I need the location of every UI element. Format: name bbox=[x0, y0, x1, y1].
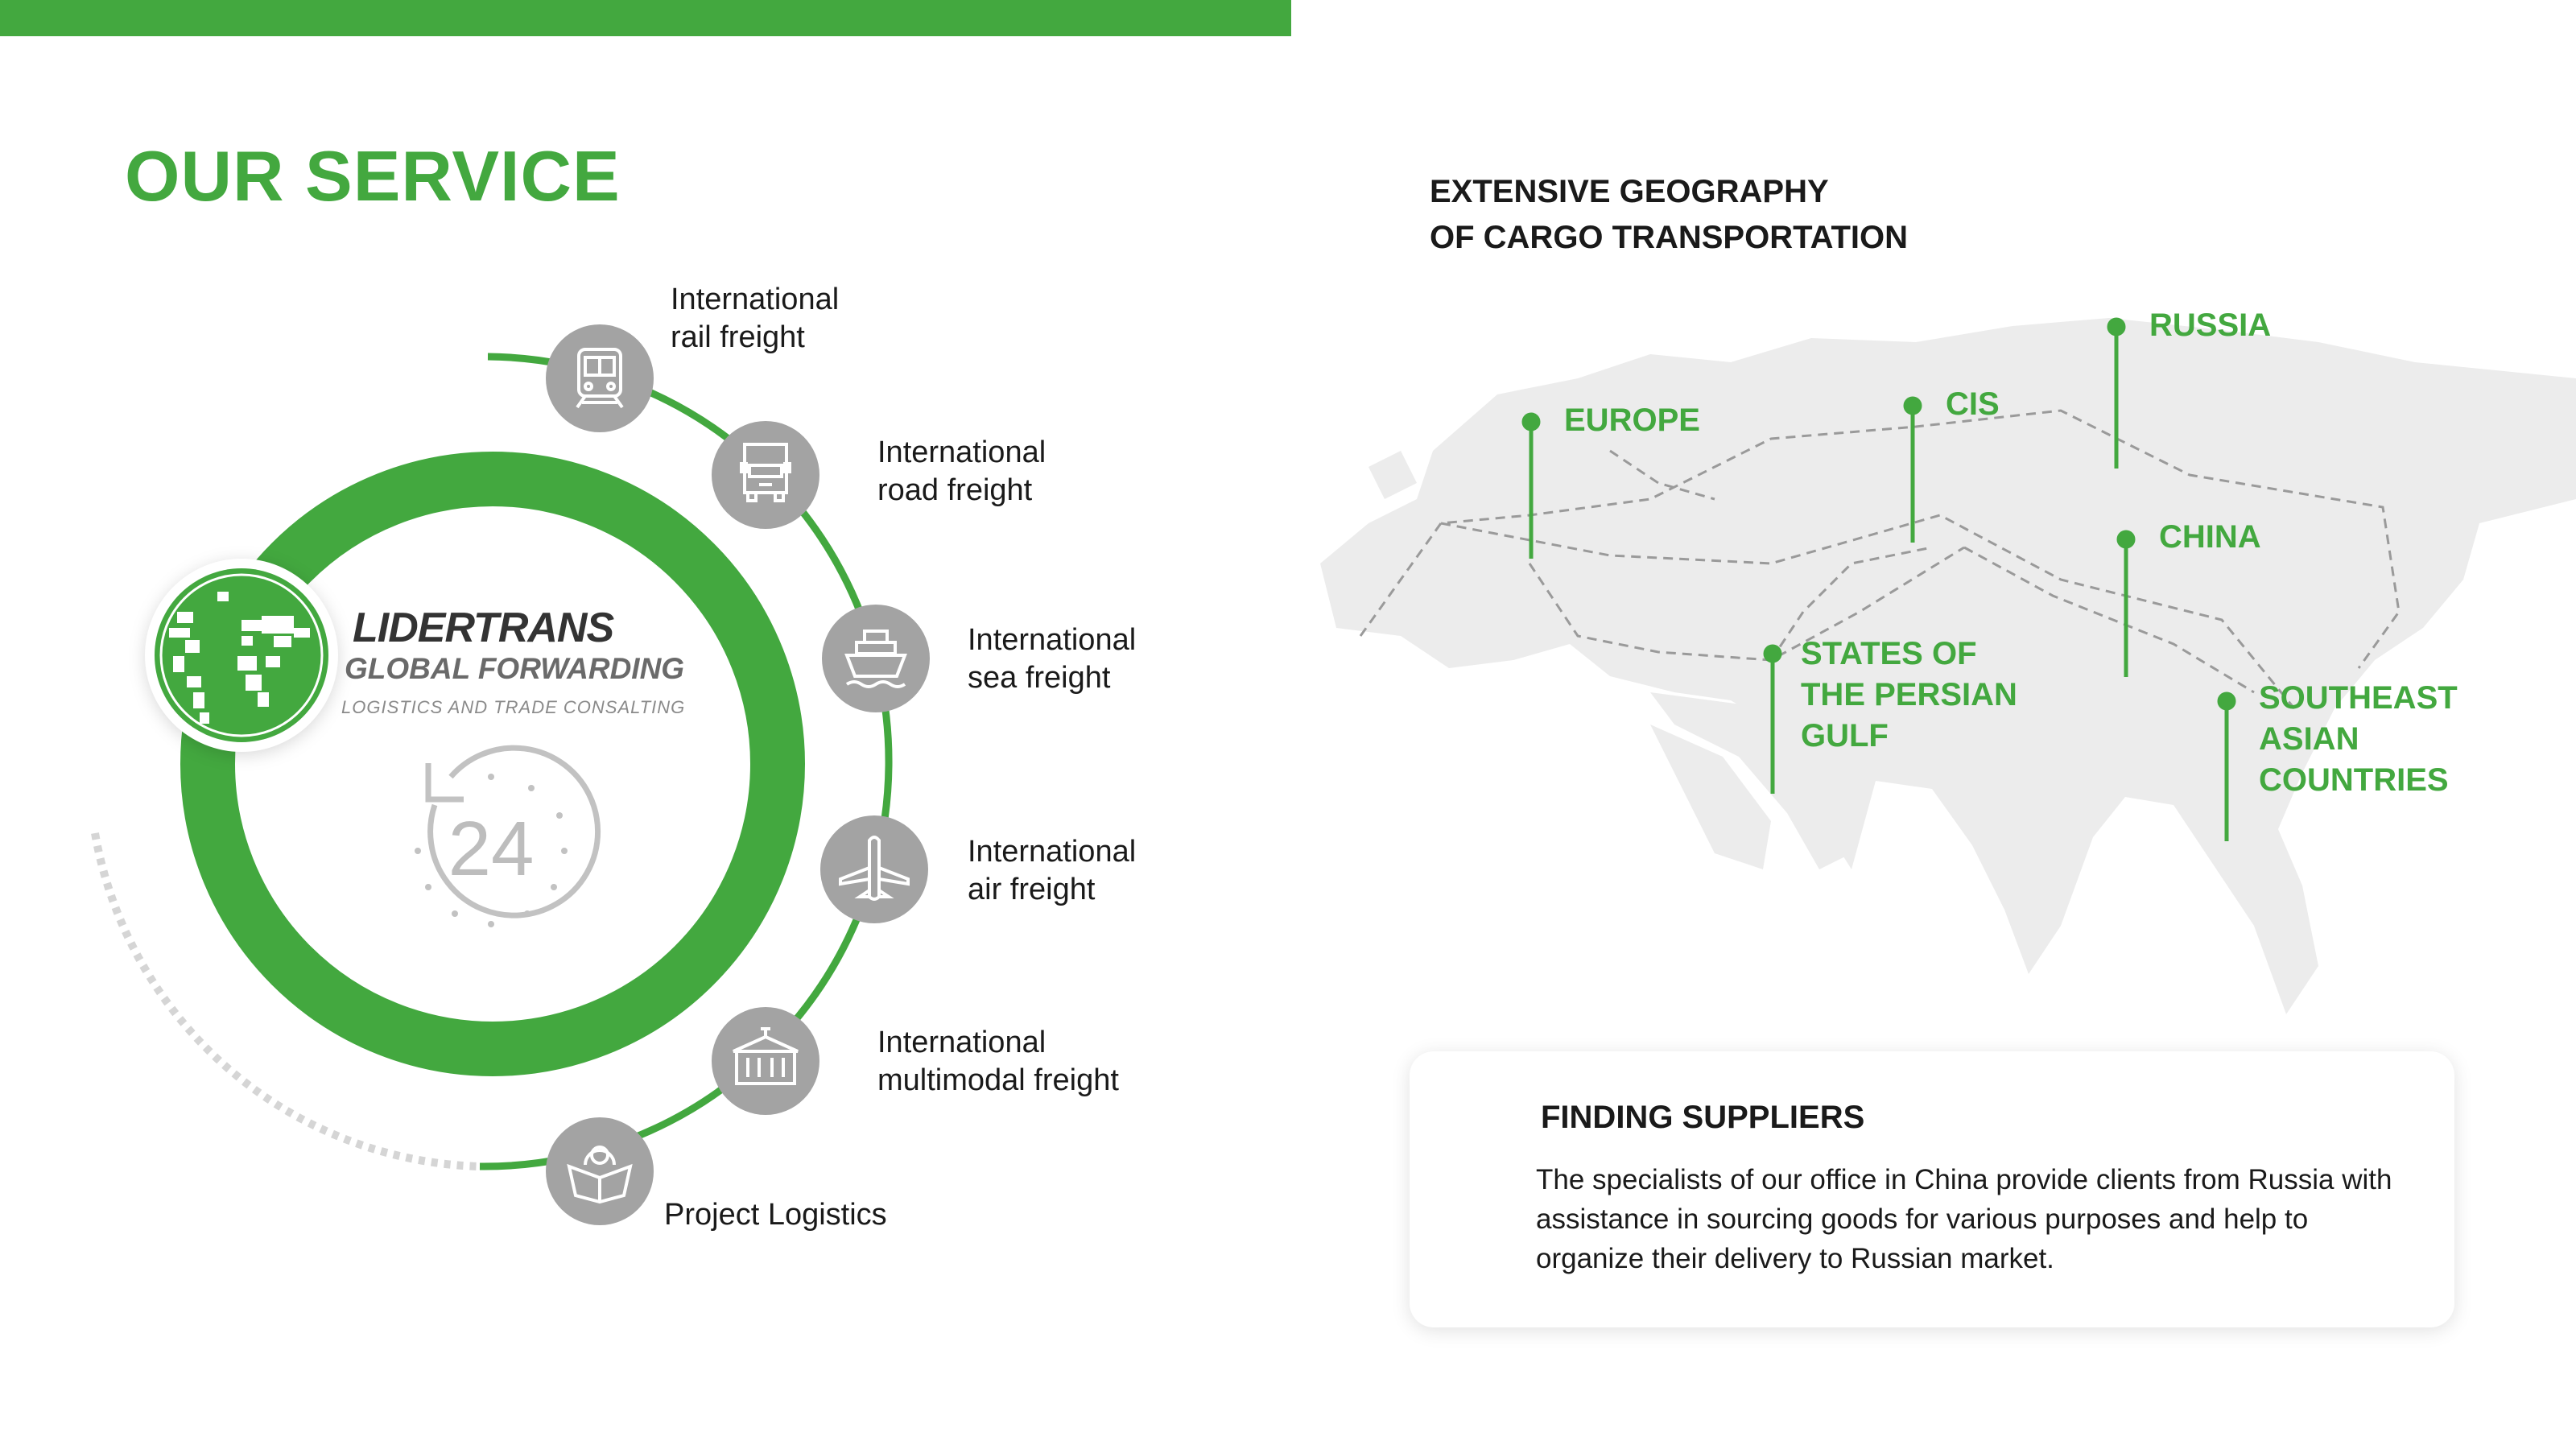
region-label-southeast-asia: SOUTHEAST ASIAN COUNTRIES bbox=[2259, 680, 2458, 798]
service-label-rail: International rail freight bbox=[671, 283, 840, 354]
card-title: FINDING SUPPLIERS bbox=[1541, 1100, 1865, 1135]
region-label-cis: CIS bbox=[1946, 386, 2000, 422]
train-icon bbox=[546, 324, 654, 432]
region-label-china: CHINA bbox=[2159, 519, 2261, 555]
geography-heading: EXTENSIVE GEOGRAPHY OF CARGO TRANSPORTAT… bbox=[1430, 169, 1908, 261]
service-label-project: Project Logistics bbox=[664, 1198, 887, 1232]
service-label-air: International air freight bbox=[968, 835, 1137, 906]
card-body: The specialists of our office in China p… bbox=[1536, 1164, 2392, 1274]
truck-icon bbox=[712, 421, 819, 529]
service-label-sea: International sea freight bbox=[968, 623, 1137, 695]
brand-subtitle: GLOBAL FORWARDING bbox=[345, 652, 685, 685]
map-landmass bbox=[1320, 318, 2576, 1014]
geography-heading-line1: EXTENSIVE GEOGRAPHY bbox=[1430, 174, 1829, 209]
pin-southeast-asia bbox=[2217, 691, 2236, 711]
region-pins bbox=[1521, 317, 2236, 841]
brand-name: LIDERTRANS bbox=[353, 605, 614, 651]
airplane-icon bbox=[820, 815, 928, 923]
region-label-russia: RUSSIA bbox=[2149, 308, 2272, 343]
main-ring bbox=[180, 452, 805, 1076]
geography-heading-line2: OF CARGO TRANSPORTATION bbox=[1430, 220, 1909, 255]
dashed-arc bbox=[91, 832, 481, 1170]
region-label-europe: EUROPE bbox=[1564, 402, 1700, 438]
service-arc bbox=[479, 353, 893, 1170]
pin-china bbox=[2116, 530, 2136, 549]
brand-tagline: LOGISTICS AND TRADE CONSALTING bbox=[341, 697, 686, 717]
service-label-multimodal: International multimodal freight bbox=[877, 1026, 1119, 1097]
container-crane-icon bbox=[712, 1007, 819, 1115]
pin-russia bbox=[2107, 317, 2126, 336]
logo-globe-icon bbox=[155, 568, 328, 742]
top-accent-bar bbox=[0, 0, 1291, 36]
ship-icon bbox=[822, 605, 930, 712]
clock-24-icon bbox=[415, 745, 601, 927]
pin-persian-gulf bbox=[1763, 644, 1782, 663]
route-lines bbox=[1359, 409, 2401, 709]
page-title: OUR SERVICE bbox=[125, 136, 621, 216]
box-gear-icon bbox=[546, 1117, 654, 1225]
pin-europe bbox=[1521, 412, 1541, 431]
clock-label: 24 bbox=[448, 806, 535, 892]
service-label-road: International road freight bbox=[877, 436, 1046, 507]
pin-cis bbox=[1903, 396, 1922, 415]
region-label-persian-gulf: STATES OF THE PERSIAN GULF bbox=[1801, 636, 2017, 753]
finding-suppliers-card: FINDING SUPPLIERS The specialists of our… bbox=[1410, 1051, 2454, 1327]
